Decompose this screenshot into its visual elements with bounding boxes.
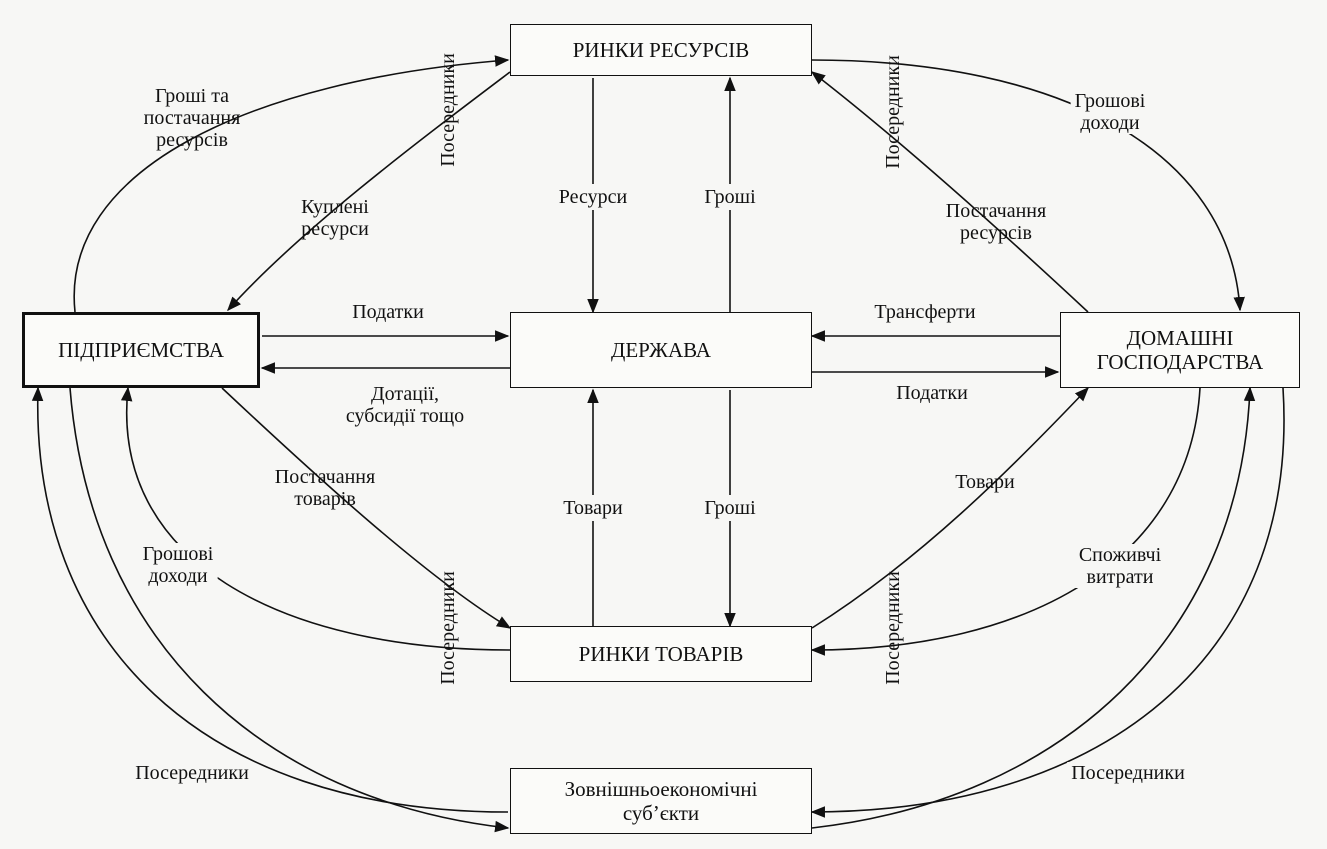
label-intermediaries-bottom-left: Посередники xyxy=(437,571,459,685)
label-goods-supply: Постачання товарів xyxy=(274,466,376,510)
goods-markets-box: РИНКИ ТОВАРІВ xyxy=(510,626,812,682)
label-purchased-resources: Куплені ресурси xyxy=(301,196,369,240)
label-resource-supply: Постачання ресурсів xyxy=(945,200,1047,244)
label-intermediaries-bottom-right: Посередники xyxy=(882,571,904,685)
arrow-households-to-resource-markets xyxy=(810,71,1089,313)
arrow-enterprises-to-resource-markets xyxy=(73,55,510,313)
arrow-enterprises-to-foreign xyxy=(69,387,510,833)
label-money-income-top: Грошові доходи xyxy=(1070,90,1150,134)
enterprises-box: ПІДПРИЄМСТВА xyxy=(22,312,260,388)
foreign-entities-box: Зовнішньоекономічні суб’єкти xyxy=(510,768,812,834)
label-money-income-bottom: Грошові доходи xyxy=(138,543,218,587)
arrow-foreign-to-households xyxy=(811,386,1256,829)
label-goods-households: Товари xyxy=(955,471,1015,493)
label-intermediaries-top-right: Посередники xyxy=(882,55,904,169)
enterprises-label: ПІДПРИЄМСТВА xyxy=(58,337,224,362)
label-intermediaries-foreign-left: Посередники xyxy=(131,762,253,784)
arrow-resources-to-enterprises xyxy=(227,71,511,312)
arrow-goods-markets-to-enterprises xyxy=(120,386,511,651)
label-intermediaries-foreign-right: Посередники xyxy=(1067,762,1189,784)
label-taxes-households: Податки xyxy=(896,382,968,404)
goods-markets-label: РИНКИ ТОВАРІВ xyxy=(578,641,744,666)
label-money-up: Гроші xyxy=(704,184,756,210)
households-label: ДОМАШНІ ГОСПОДАРСТВА xyxy=(1096,325,1264,374)
arrow-goods-markets-to-households xyxy=(811,386,1089,629)
label-resources: Ресурси xyxy=(558,184,628,210)
resource-markets-box: РИНКИ РЕСУРСІВ xyxy=(510,24,812,76)
label-subsidies: Дотації, субсидії тощо xyxy=(345,383,465,427)
arrow-households-to-goods-markets xyxy=(810,387,1201,656)
households-box: ДОМАШНІ ГОСПОДАРСТВА xyxy=(1060,312,1300,388)
label-goods-up: Товари xyxy=(563,495,623,521)
state-label: ДЕРЖАВА xyxy=(611,337,711,362)
arrow-resource-markets-to-households xyxy=(811,59,1245,312)
label-consumer-spending: Споживчі витрати xyxy=(1074,544,1166,588)
arrow-enterprises-to-goods-markets xyxy=(221,387,512,629)
label-taxes-enterprises: Податки xyxy=(352,301,424,323)
label-transfers: Трансферти xyxy=(874,301,976,323)
resource-markets-label: РИНКИ РЕСУРСІВ xyxy=(572,37,750,62)
label-money-down: Гроші xyxy=(704,495,756,521)
label-money-and-resource-supply: Гроші та постачання ресурсів xyxy=(143,85,241,151)
label-intermediaries-top-left: Посередники xyxy=(437,53,459,167)
state-box: ДЕРЖАВА xyxy=(510,312,812,388)
foreign-entities-label: Зовнішньоекономічні суб’єкти xyxy=(564,776,758,825)
